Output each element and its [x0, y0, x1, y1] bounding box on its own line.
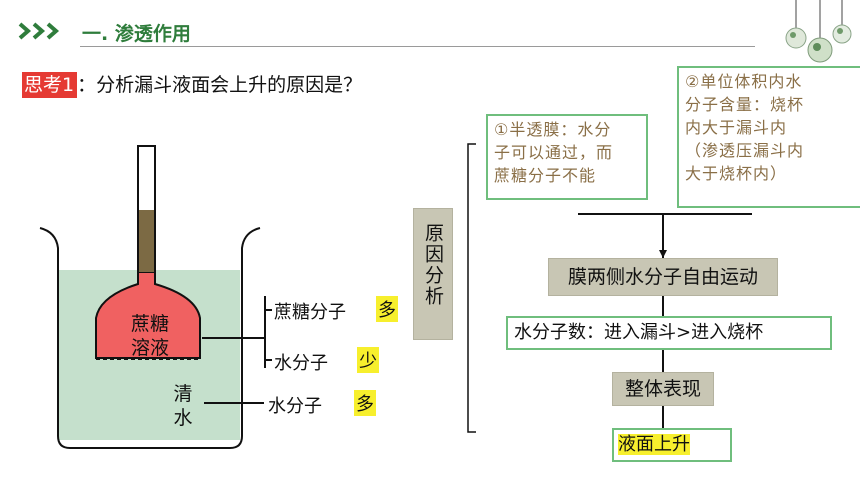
header-divider [80, 46, 755, 47]
step-free-movement: 膜两侧水分子自由运动 [548, 258, 778, 296]
reason-analysis-box: 原因分析 [413, 208, 453, 340]
semipermeable-membrane-note: ①半透膜：水分 子可以通过，而 蔗糖分子不能 [486, 114, 648, 200]
step-overall: 整体表现 [612, 372, 714, 406]
question-line: 思考1：分析漏斗液面会上升的原因是？ [22, 72, 362, 98]
sucrose-solution-label: 蔗糖 溶液 [130, 313, 169, 359]
question-badge: 思考1 [22, 72, 78, 98]
sucrose-amount-badge: 多 [376, 296, 398, 322]
inside-water-molecule-label: 水分子 [274, 353, 328, 374]
sucrose-molecule-label: 蔗糖分子 [274, 302, 346, 323]
step-result: 液面上升 [612, 428, 732, 462]
beaker-outline [39, 227, 261, 449]
outside-water-molecule-label: 水分子 [268, 396, 322, 417]
outside-water-amount-badge: 多 [354, 390, 376, 416]
triple-chevron-right-icon [18, 22, 60, 40]
step-water-count: 水分子数：进入漏斗>进入烧杯 [506, 316, 832, 350]
tube-liquid [139, 210, 154, 272]
inside-water-amount-badge: 少 [357, 347, 379, 373]
hanging-lamps-icon [785, 0, 852, 63]
question-text: ：分析漏斗液面会上升的原因是？ [77, 74, 363, 96]
result-highlight: 液面上升 [618, 434, 690, 455]
water-content-note: ②单位体积内水 分子含量：烧杯 内大于漏斗内 （渗透压漏斗内 大于烧杯内） [677, 66, 860, 208]
section-title: 一. 渗透作用 [82, 23, 191, 45]
clear-water-label: 清 水 [173, 383, 193, 429]
